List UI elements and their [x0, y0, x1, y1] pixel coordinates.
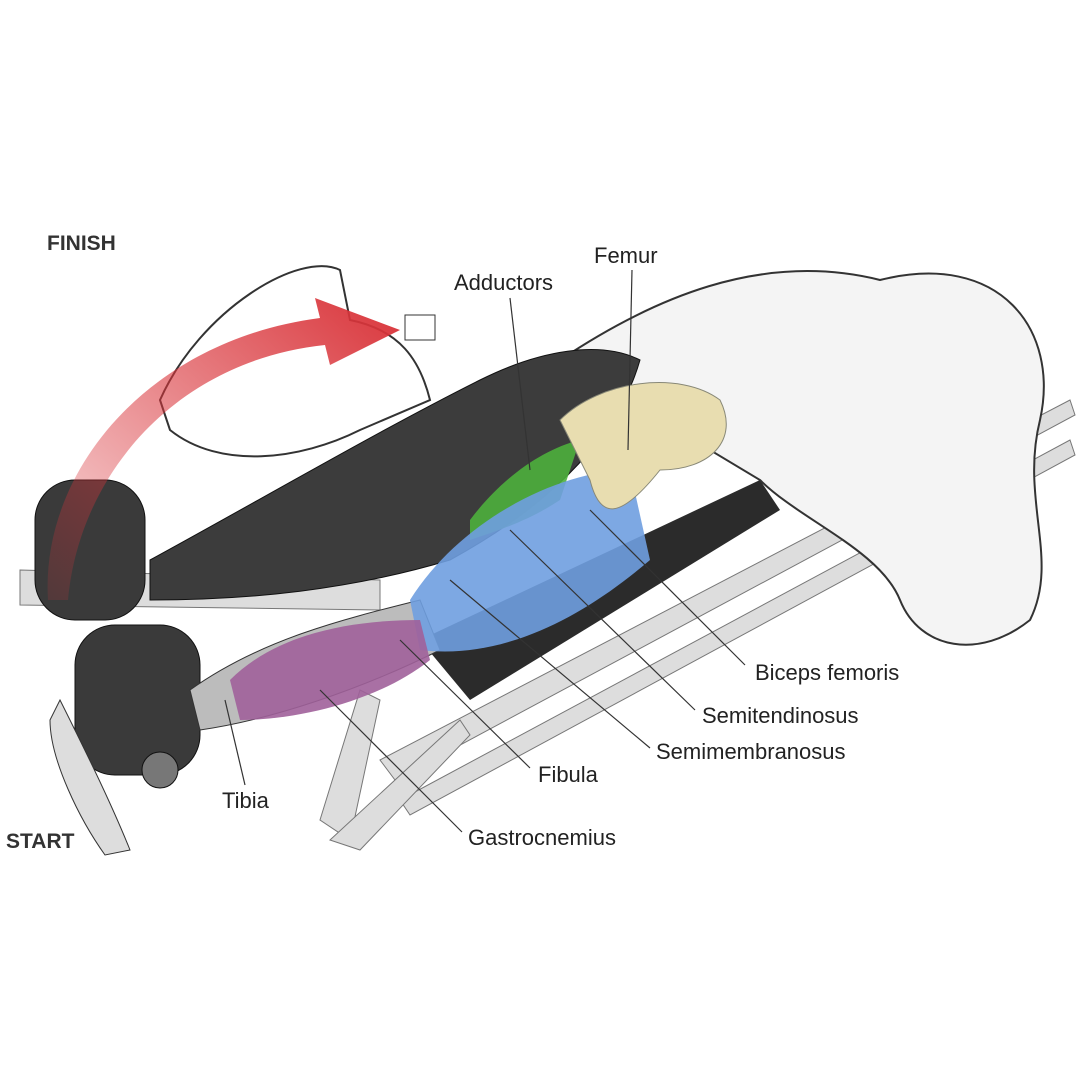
gastrocnemius-muscle [230, 620, 430, 720]
label-fibula: Fibula [538, 762, 598, 787]
label-adductors: Adductors [454, 270, 554, 295]
label-gastrocnemius: Gastrocnemius [468, 825, 616, 850]
pelvis-bone [559, 382, 727, 510]
finish-leg-outline [158, 265, 432, 458]
leg-finish [149, 349, 641, 601]
label-tibia: Tibia [222, 788, 269, 813]
label-femur: Femur [594, 243, 658, 268]
leader-lines [224, 269, 746, 833]
finish-label: FINISH [47, 232, 116, 255]
start-label: START [6, 830, 75, 853]
torso [558, 270, 1045, 646]
motion-arrow [47, 298, 400, 600]
label-biceps-femoris: Biceps femoris [755, 660, 900, 685]
finish-stop-block [404, 314, 436, 341]
label-semitendinosus: Semitendinosus [702, 703, 859, 728]
label-semimembranosus: Semimembranosus [656, 739, 846, 764]
foot-start [49, 698, 131, 856]
hamstrings-muscle [410, 470, 650, 652]
